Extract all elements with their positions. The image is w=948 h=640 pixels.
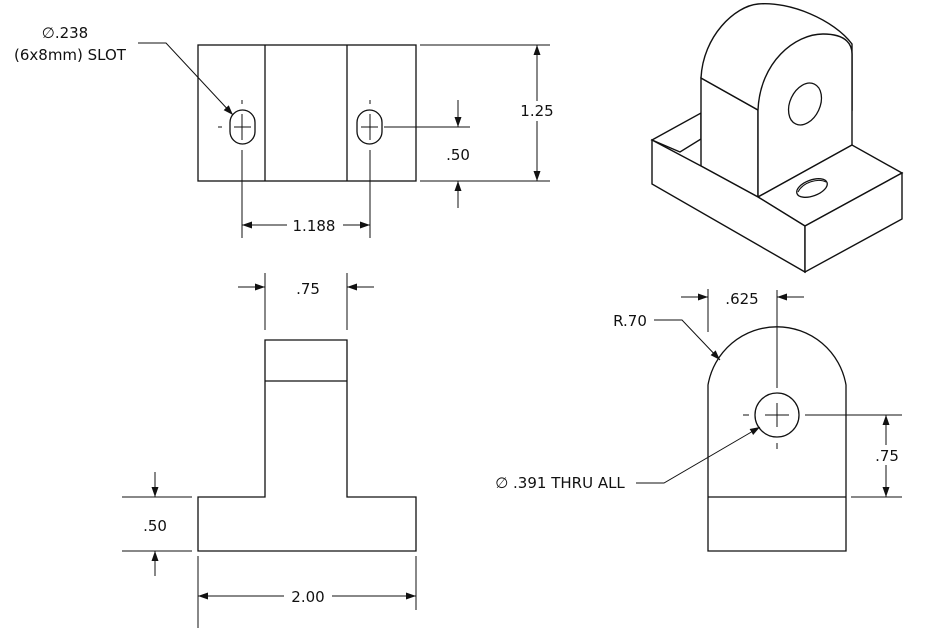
dimension-base-length: 2.00: [291, 588, 324, 606]
slot-left: [229, 109, 256, 145]
hole-callout: ∅ .391 THRU ALL: [495, 474, 625, 492]
side-view: .625 .75 R.70 ∅ .391 THRU ALL: [495, 289, 902, 552]
dimension-slot-spacing: 1.188: [293, 217, 336, 235]
dimension-hole-height: .75: [875, 447, 899, 465]
dimension-upright-width: .75: [296, 280, 320, 298]
dimension-hole-offset: .625: [725, 290, 758, 308]
dimension-base-thickness: .50: [143, 517, 167, 535]
slot-right: [356, 109, 383, 145]
dimension-offset-top: .50: [446, 146, 470, 164]
dimension-height-top: 1.25: [520, 102, 553, 120]
through-hole: [754, 392, 800, 438]
slot-callout-diameter: ∅.238: [42, 24, 88, 42]
front-view: .75 .50 2.00: [122, 273, 417, 628]
slot-callout-size: (6x8mm) SLOT: [14, 46, 127, 64]
isometric-view: [650, 3, 904, 274]
top-view: 1.25 .50 1.188 ∅.238 (6x8mm) SLOT: [14, 24, 558, 238]
radius-callout: R.70: [613, 312, 647, 330]
